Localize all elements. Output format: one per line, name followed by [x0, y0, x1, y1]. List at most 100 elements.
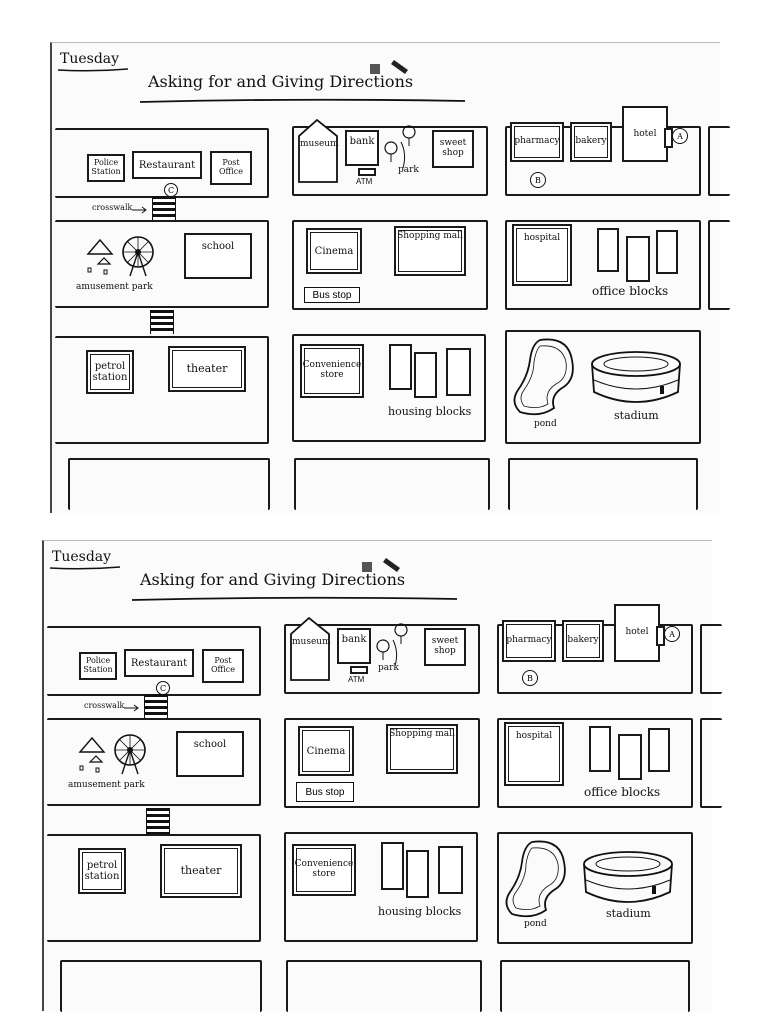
park-label: park: [398, 165, 419, 175]
office-block-2: [618, 734, 642, 780]
whiteboard: [42, 540, 712, 1011]
atm-label: ATM: [356, 177, 373, 186]
city-block-b3: [292, 334, 486, 442]
office-blocks-label: office blocks: [592, 284, 669, 298]
whiteboard: [50, 42, 720, 513]
cinema-box: Cinema: [306, 228, 362, 274]
city-block-a2: [47, 718, 261, 806]
housing-blocks-label: housing blocks: [378, 905, 462, 918]
day-label: Tuesday: [52, 549, 112, 565]
theater-box: theater: [168, 346, 246, 392]
marker-c: C: [156, 681, 170, 695]
city-block-d1: [700, 624, 722, 694]
bank-box: bank: [337, 628, 371, 664]
convenience-store-box: Convenience store: [300, 344, 364, 398]
crosswalk-upper: [152, 196, 176, 220]
petrol-station-box: petrol station: [86, 350, 134, 394]
day-underline-icon: [57, 68, 129, 72]
city-block-c3: [497, 832, 693, 944]
pond-label: pond: [524, 919, 547, 929]
housing-block-1: [381, 842, 404, 890]
ferris-wheel-icon: [86, 236, 154, 277]
office-block-2: [626, 236, 650, 282]
city-block-b1: [292, 126, 488, 196]
title-underline-icon: [131, 596, 458, 601]
bus-stop-sign: Bus stop: [304, 287, 360, 303]
crosswalk-label: crosswalk: [84, 701, 125, 710]
crosswalk-upper: [144, 694, 168, 718]
worksheet-title: Asking for and Giving Directions: [148, 72, 414, 91]
hotel-box: hotel: [614, 604, 660, 662]
title-underline-icon: [139, 98, 466, 103]
worksheet-copy-bottom: Tuesday Asking for and Giving Directions…: [0, 536, 768, 1026]
restaurant-box: Restaurant: [124, 649, 194, 677]
marker-b: B: [530, 172, 546, 188]
worksheet-copy-top: Tuesday Asking for and Giving Directions…: [0, 38, 768, 528]
marker-b: B: [522, 670, 538, 686]
city-block-c3: [505, 330, 701, 444]
city-block-d2: [708, 220, 730, 310]
post-office-box: Post Office: [210, 151, 252, 185]
crosswalk-lower: [146, 808, 170, 836]
office-block-3: [656, 230, 678, 274]
bakery-box: bakery: [562, 620, 604, 662]
city-block-d2: [700, 718, 722, 808]
park-label: park: [378, 663, 399, 673]
pharmacy-box: pharmacy: [502, 620, 556, 662]
police-station-box: Police Station: [79, 652, 117, 680]
city-block-c4: [508, 458, 698, 510]
office-block-1: [597, 228, 619, 272]
post-office-box: Post Office: [202, 649, 244, 683]
atm-box: [350, 666, 368, 674]
museum-roof-icon: [290, 616, 330, 681]
arrow-right-icon: [132, 206, 147, 214]
marker-pen-icon: [370, 60, 408, 74]
marker-pen-icon: [362, 558, 400, 572]
housing-block-2: [414, 352, 437, 398]
city-block-b1: [284, 624, 480, 694]
city-block-c2: [497, 718, 693, 808]
housing-block-3: [438, 846, 463, 894]
hospital-box: hospital: [504, 722, 564, 786]
bakery-box: bakery: [570, 122, 612, 162]
bus-stop-sign: Bus stop: [296, 782, 354, 802]
day-underline-icon: [49, 566, 121, 570]
museum-roof-icon: [298, 118, 338, 183]
office-block-1: [589, 726, 611, 772]
day-label: Tuesday: [60, 51, 120, 67]
city-block-a2: [55, 220, 269, 308]
worksheet-title: Asking for and Giving Directions: [140, 570, 406, 589]
marker-a: A: [664, 626, 680, 642]
city-block-b2: [292, 220, 488, 310]
city-block-b3: [284, 832, 478, 942]
marker-c: C: [164, 183, 178, 197]
stadium-icon: [591, 351, 681, 403]
theater-box: theater: [160, 844, 242, 898]
museum-label: museum: [300, 139, 339, 149]
cinema-box: Cinema: [298, 726, 354, 776]
petrol-station-box: petrol station: [78, 848, 126, 894]
city-block-b4: [286, 960, 482, 1012]
crosswalk-lower: [150, 310, 174, 334]
arrow-right-icon: [124, 704, 139, 712]
housing-block-1: [389, 344, 412, 390]
city-block-b2: [284, 718, 480, 808]
sweet-shop-box: sweet shop: [424, 628, 466, 666]
ferris-wheel-icon: [78, 734, 146, 775]
tree-icon: [376, 623, 408, 667]
stadium-icon: [583, 851, 673, 903]
pond-label: pond: [534, 419, 557, 429]
crosswalk-label: crosswalk: [92, 203, 133, 212]
tree-icon: [384, 125, 416, 169]
pond-icon: [505, 840, 566, 918]
housing-block-3: [446, 348, 471, 396]
stadium-label: stadium: [606, 907, 651, 920]
sweet-shop-box: sweet shop: [432, 130, 474, 168]
school-box: school: [176, 731, 244, 777]
pond-icon: [513, 338, 574, 416]
shopping-mall-box: Shopping mall: [394, 226, 466, 276]
hospital-box: hospital: [512, 224, 572, 286]
housing-block-2: [406, 850, 429, 898]
school-box: school: [184, 233, 252, 279]
city-block-a3: [55, 336, 269, 444]
